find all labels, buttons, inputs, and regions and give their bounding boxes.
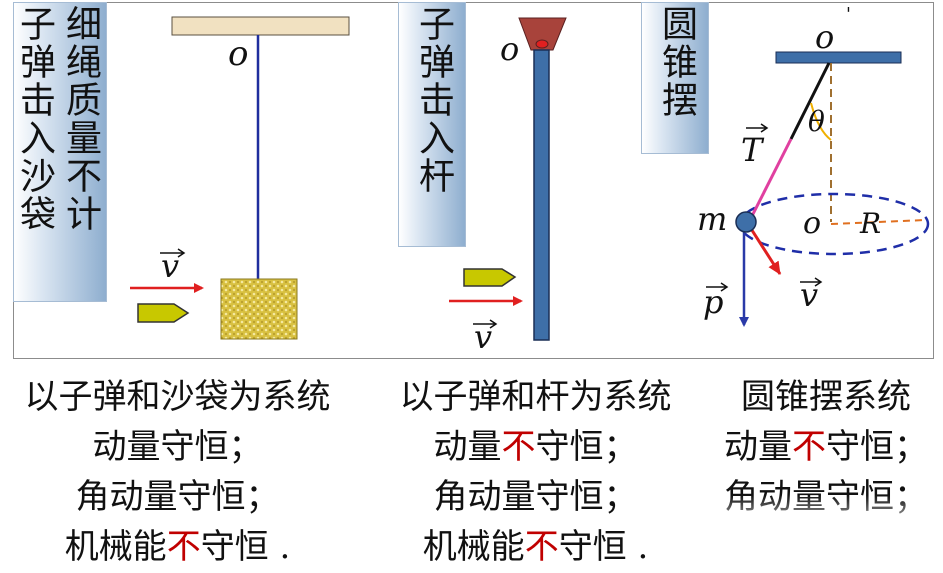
conical-velocity-arrow	[746, 223, 782, 275]
conical-bob	[735, 211, 757, 233]
rod-label-box: 子弹击入杆	[398, 2, 466, 247]
caption-sandbag-line3: 角动量守恒；	[75, 477, 280, 517]
ceiling-bar	[171, 16, 350, 36]
conical-tension-label: T	[741, 131, 765, 169]
caption-rod-line1: 以子弹和杆为系统	[399, 377, 672, 417]
conical-ceiling-bar	[775, 51, 902, 64]
rod-label: 子弹击入杆	[413, 5, 454, 195]
sandbag-label-box: 子弹击入沙袋 细绳质量不计	[13, 2, 107, 302]
bullet-1	[137, 303, 190, 323]
rod-velocity-label: v	[474, 318, 492, 356]
conical-momentum-label: p	[703, 283, 723, 321]
rod	[533, 49, 550, 341]
bottom-right-fade	[712, 495, 943, 573]
conical-angle-label: θ	[808, 105, 825, 138]
conical-velocity-label: v	[800, 276, 818, 314]
caption-rod: 以子弹和杆为系统 动量不守恒； 角动量守恒； 机械能不守恒 .	[368, 372, 703, 572]
conical-radius	[830, 219, 927, 225]
conical-label: 圆锥摆	[656, 5, 697, 119]
conical-mass-label: m	[697, 200, 727, 238]
sandbag	[220, 278, 298, 340]
caption-rod-line4: 机械能不守恒 .	[422, 527, 649, 567]
rod-cap	[518, 17, 567, 51]
conical-angle-arc	[810, 102, 832, 141]
rod-velocity-vector-arrow	[473, 319, 498, 329]
velocity-vector-arrow	[160, 248, 186, 258]
highlight-not: 不	[501, 427, 536, 467]
highlight-not: 不	[524, 527, 559, 567]
conical-radius-label: R	[859, 207, 881, 240]
highlight-not: 不	[792, 427, 826, 467]
conical-velocity-vector-arrow	[800, 277, 823, 287]
highlight-not: 不	[166, 527, 201, 567]
sandbag-pivot-label: o	[228, 34, 248, 74]
rod-pivot-pin	[535, 39, 549, 49]
caption-sandbag-line2: 动量守恒；	[92, 427, 263, 467]
caption-sandbag-line1: 以子弹和沙袋为系统	[24, 377, 331, 417]
caption-conical-line1: 圆锥摆系统	[741, 377, 911, 417]
conical-pivot-label: o	[815, 18, 834, 56]
momentum-vector-arrow	[706, 282, 729, 292]
caption-sandbag: 以子弹和沙袋为系统 动量守恒； 角动量守恒； 机械能不守恒 .	[0, 372, 355, 572]
caption-rod-line2: 动量不守恒；	[433, 427, 638, 467]
conical-label-box: 圆锥摆	[641, 2, 709, 154]
conical-center-label: o	[803, 206, 821, 241]
sandbag-label-col1: 子弹击入沙袋	[14, 5, 55, 233]
caption-rod-line3: 角动量守恒；	[433, 477, 638, 517]
sandbag-label-col2: 细绳质量不计	[60, 5, 101, 233]
caption-sandbag-line4: 机械能不守恒 .	[64, 527, 291, 567]
tension-vector-arrow	[746, 123, 769, 133]
conical-pivot-prime: '	[846, 4, 851, 25]
sandbag-velocity-label: v	[161, 247, 179, 285]
caption-conical-line2: 动量不守恒；	[724, 427, 928, 467]
conical-tension-segment	[750, 138, 793, 217]
conical-string	[789, 62, 831, 140]
rod-pivot-label: o	[500, 30, 519, 68]
bullet-2	[463, 268, 517, 287]
